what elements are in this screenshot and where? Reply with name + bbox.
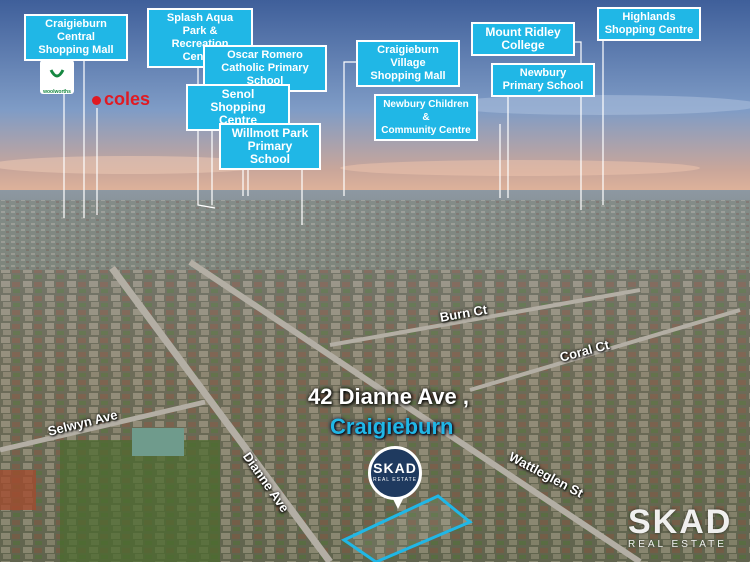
watermark-brand: SKAD [628,503,733,541]
watermark-sub: REAL ESTATE [628,539,727,550]
cloud [440,95,750,115]
skad-watermark: SKAD REAL ESTATE [628,505,733,550]
road-wattleglen-st [188,259,642,562]
pin-brand: SKAD [373,460,417,476]
sports-court [0,470,36,510]
cloud [0,156,270,174]
woolworths-icon [49,69,65,78]
cloud [340,160,700,176]
label-newbury-children: Newbury Children &Community Centre [374,94,478,141]
woolworths-logo-text: woolworths [43,89,71,95]
property-suburb: Craigieburn [330,414,454,439]
property-address: 42 Dianne Ave , [308,384,470,409]
distant-suburbs [0,200,750,270]
road-dianne-ave [109,265,333,562]
woolworths-logo: woolworths [40,60,74,95]
pin-tail-icon [392,497,404,509]
coles-logo: coles [92,89,150,110]
pin-sub: REAL ESTATE [373,477,417,483]
road-selwyn-ave [0,399,206,453]
school-building [132,428,184,456]
road-coral-ct [469,308,741,392]
property-boundary [340,494,473,562]
coles-logo-text: coles [104,89,151,109]
park-trees [60,440,220,562]
skad-pin-marker: SKAD REAL ESTATE [368,446,422,500]
coles-dot-icon [92,95,101,105]
road-burn-ct [329,288,641,347]
